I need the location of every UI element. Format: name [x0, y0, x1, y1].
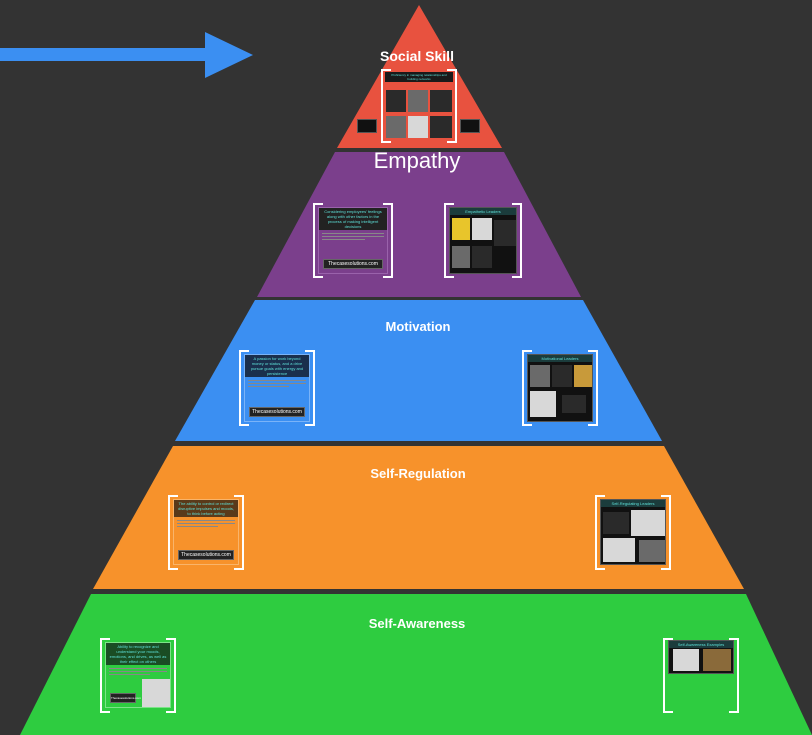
leader-photo [530, 365, 550, 387]
card-title: The ability to control or redirect disru… [174, 500, 238, 517]
card-title: Proficiency in managing relationships an… [385, 72, 453, 82]
card-title: Ability to recognize and understand your… [106, 643, 170, 665]
gallery-title: Motivational Leaders [528, 355, 592, 362]
label-self-regulation: Self-Regulation [370, 466, 466, 481]
card-site: Thecasesolutions.com [178, 550, 234, 560]
leader-photo [631, 510, 665, 536]
gallery-title: Self-Awareness Examples [669, 641, 733, 648]
leader-photo [673, 649, 699, 671]
self-regulation-definition-card: The ability to control or redirect disru… [173, 499, 239, 565]
social-skill-card: Proficiency in managing relationships an… [385, 72, 453, 140]
empathy-definition-card: Considering employees' feelings along wi… [318, 207, 388, 274]
label-motivation: Motivation [385, 319, 451, 334]
leader-photo [452, 246, 470, 268]
leader-photo [386, 116, 406, 138]
leader-photo [639, 540, 665, 562]
gallery-title: Empathetic Leaders [450, 208, 516, 215]
card-title: Considering employees' feelings along wi… [319, 208, 387, 230]
self-regulation-gallery-card: Self-Regulating Leaders [600, 499, 666, 565]
leader-photo [472, 218, 492, 240]
leader-photo [472, 246, 492, 268]
card-site: Thecasesolutions.com [323, 259, 383, 269]
self-awareness-definition-card: Ability to recognize and understand your… [105, 642, 171, 708]
motivation-definition-card: A passion for work beyond money or statu… [244, 354, 310, 422]
card-site: Thecasesolutions.com [110, 693, 141, 703]
card-site: Thecasesolutions.com [249, 407, 305, 417]
self-regulation-definition-frame[interactable]: The ability to control or redirect disru… [168, 495, 244, 570]
label-self-awareness: Self-Awareness [368, 616, 466, 631]
leader-photo [552, 365, 572, 387]
leader-photo [452, 218, 470, 240]
motivation-gallery-card: Motivational Leaders [527, 354, 593, 422]
leader-photo [703, 649, 731, 671]
card-text [109, 668, 167, 675]
social-skill-gallery-frame[interactable]: Proficiency in managing relationships an… [381, 69, 457, 143]
motivation-definition-frame[interactable]: A passion for work beyond money or statu… [239, 350, 315, 426]
self-awareness-gallery-frame[interactable]: Self-Awareness Examples [663, 638, 739, 713]
leader-photo [386, 90, 406, 112]
social-skill-side-card[interactable] [357, 119, 377, 133]
leader-photo [408, 90, 428, 112]
motivation-gallery-frame[interactable]: Motivational Leaders [522, 350, 598, 426]
navigation-arrow[interactable] [0, 32, 253, 78]
leader-photo [562, 395, 586, 413]
leader-photo [603, 538, 635, 562]
leader-photo [430, 116, 452, 138]
card-title: A passion for work beyond money or statu… [245, 355, 309, 377]
empathy-definition-frame[interactable]: Considering employees' feelings along wi… [313, 203, 393, 278]
leader-photo [494, 220, 516, 246]
gallery-title: Self-Regulating Leaders [601, 500, 665, 507]
self-awareness-gallery-card: Self-Awareness Examples [668, 640, 734, 674]
empathy-gallery-card: Empathetic Leaders [449, 207, 517, 274]
leader-photo [408, 116, 428, 138]
leader-photo [603, 512, 629, 534]
label-empathy: Empathy [373, 148, 461, 173]
tier-self-regulation[interactable] [93, 446, 744, 589]
card-text [177, 520, 235, 527]
cartoon-image [142, 679, 170, 707]
card-text [248, 380, 306, 387]
card-text [322, 233, 384, 240]
tier-self-awareness[interactable] [20, 594, 812, 735]
self-regulation-gallery-frame[interactable]: Self-Regulating Leaders [595, 495, 671, 570]
label-social-skill: Social Skill [380, 48, 454, 64]
leader-photo [574, 365, 592, 387]
leader-photo [430, 90, 452, 112]
empathy-gallery-frame[interactable]: Empathetic Leaders [444, 203, 522, 278]
social-skill-side-card[interactable] [460, 119, 480, 133]
leader-photo [530, 391, 556, 417]
self-awareness-definition-frame[interactable]: Ability to recognize and understand your… [100, 638, 176, 713]
